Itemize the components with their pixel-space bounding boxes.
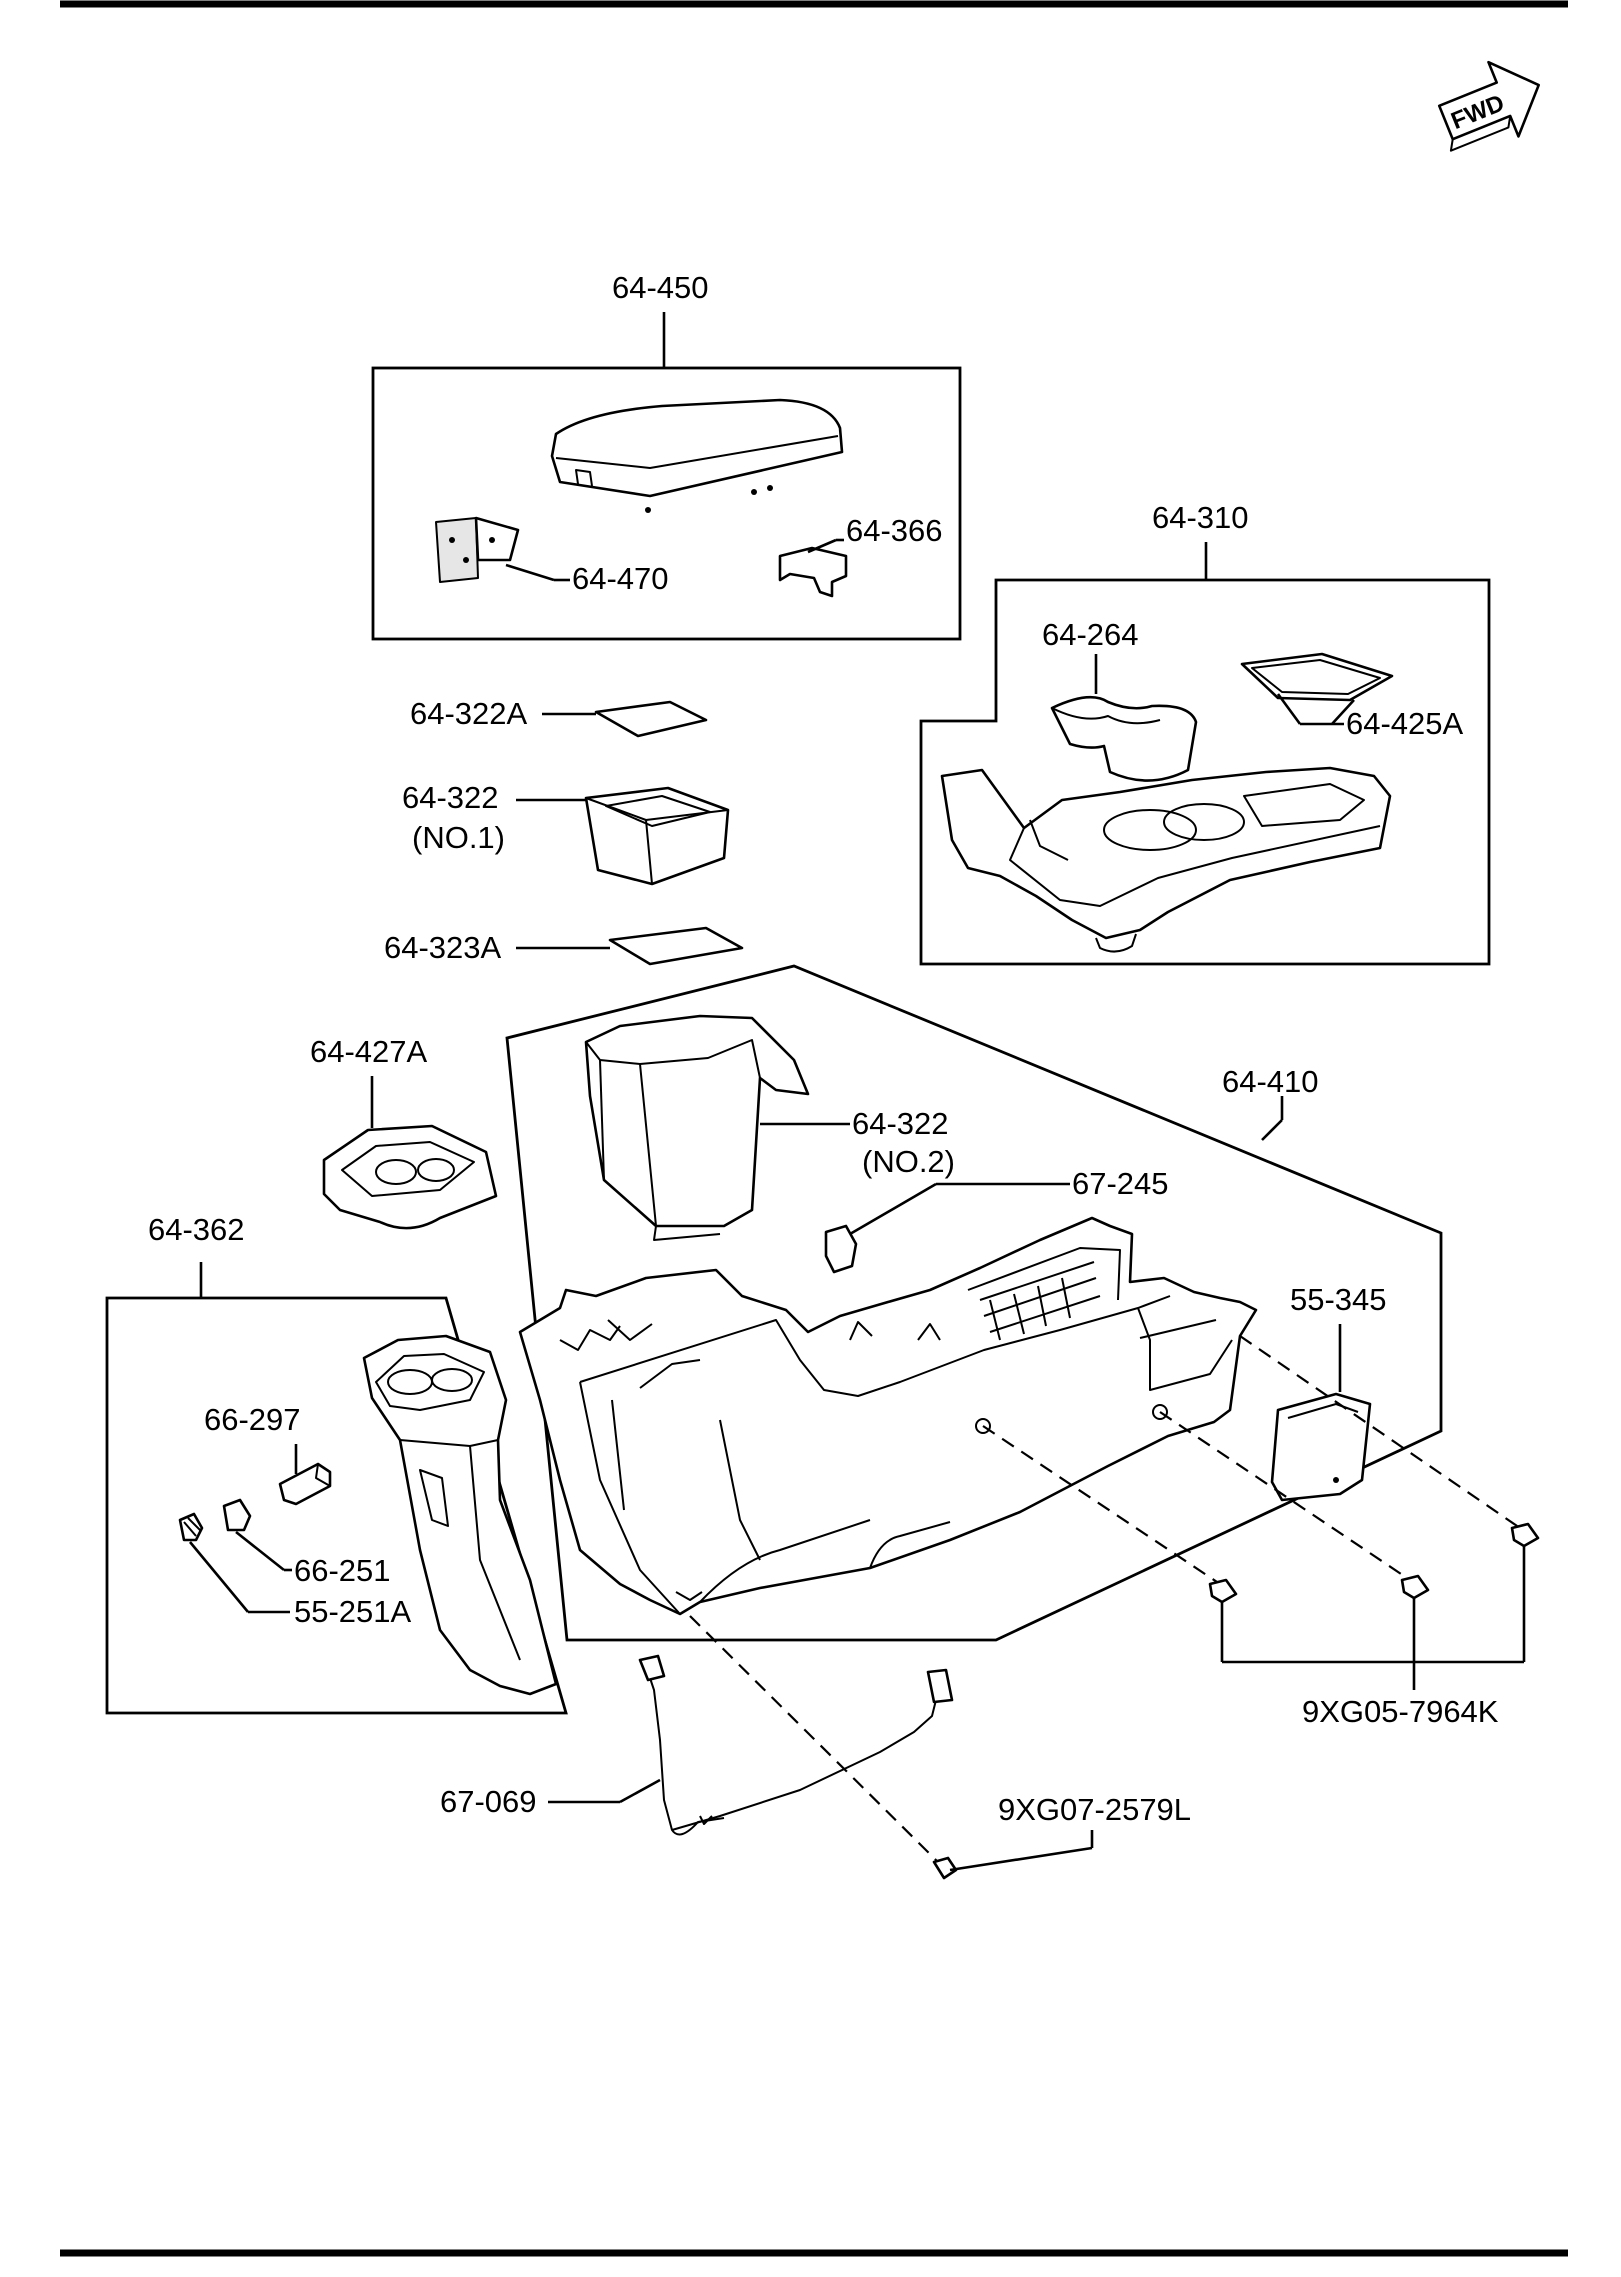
- hinge-part: [435, 516, 520, 583]
- bin-no2-part: [584, 1014, 810, 1241]
- console-body-part: [518, 1216, 1258, 1616]
- callout-64-410: 64-410: [1222, 1064, 1319, 1099]
- callout-64-425A: 64-425A: [1346, 706, 1464, 741]
- knob-part: [178, 1512, 204, 1542]
- cup-holder-panel-box: [919, 578, 1491, 966]
- screw-part: [1510, 1522, 1540, 1620]
- console-main-box: [505, 964, 1443, 1642]
- callout-66-251: 66-251: [294, 1553, 391, 1588]
- bin-mat-part: [594, 700, 708, 738]
- cup-insert-part: [1050, 695, 1198, 782]
- cup-holder-panel-group: 64-310 64-264 64-425A: [919, 500, 1491, 966]
- callout-64-322A: 64-322A: [410, 696, 528, 731]
- armrest-lid-part: [550, 398, 844, 513]
- callout-55-345: 55-345: [1290, 1282, 1387, 1317]
- side-panel-box: [105, 1296, 568, 1715]
- cap-part: [222, 1498, 252, 1532]
- callout-66-297: 66-297: [204, 1402, 301, 1437]
- callout-64-427A: 64-427A: [310, 1034, 428, 1069]
- socket-part: [278, 1462, 332, 1506]
- callout-64-322-no1: 64-322: [402, 780, 499, 815]
- tray-mat-no2-part: [608, 926, 744, 966]
- console-main-group: 64-410 64-322 (NO.2) 67-245: [505, 964, 1521, 1867]
- wire-harness-part: [638, 1654, 954, 1836]
- callout-64-450: 64-450: [612, 270, 709, 305]
- screw-part: [1208, 1578, 1238, 1620]
- callout-64-366: 64-366: [846, 513, 943, 548]
- side-panel-part: [362, 1334, 558, 1696]
- callout-64-322-no2-note: (NO.2): [862, 1144, 955, 1179]
- cover-part: [1270, 1392, 1372, 1502]
- latch-part: [778, 546, 848, 598]
- callout-9XG07-2579L: 9XG07-2579L: [998, 1792, 1191, 1827]
- fwd-arrow-icon: FWD: [1437, 60, 1540, 152]
- callout-67-245: 67-245: [1072, 1166, 1169, 1201]
- callout-64-264: 64-264: [1042, 617, 1139, 652]
- callout-64-470: 64-470: [572, 561, 669, 596]
- side-panel-group: 64-362 66-297 66-251: [105, 1212, 568, 1715]
- cup-holder-part: [322, 1124, 498, 1230]
- armrest-lid-box: [371, 366, 962, 641]
- callout-55-251A: 55-251A: [294, 1594, 412, 1629]
- tray-mat-part: [1240, 652, 1394, 702]
- callout-9XG05-7964K: 9XG05-7964K: [1302, 1694, 1499, 1729]
- switch-part: [824, 1224, 858, 1274]
- callout-67-069: 67-069: [440, 1784, 537, 1819]
- cup-holder-panel-part: [940, 766, 1392, 953]
- callout-64-323A: 64-323A: [384, 930, 502, 965]
- callout-64-362: 64-362: [148, 1212, 245, 1247]
- callout-64-322-no2: 64-322: [852, 1106, 949, 1141]
- tray-no1-part: [584, 786, 730, 886]
- armrest-lid-group: 64-450 64-470 64-366: [371, 270, 962, 641]
- callout-64-322-no1-note: (NO.1): [412, 820, 505, 855]
- screw-part: [1400, 1574, 1430, 1620]
- callout-64-310: 64-310: [1152, 500, 1249, 535]
- harness-screw-part: [932, 1856, 958, 1880]
